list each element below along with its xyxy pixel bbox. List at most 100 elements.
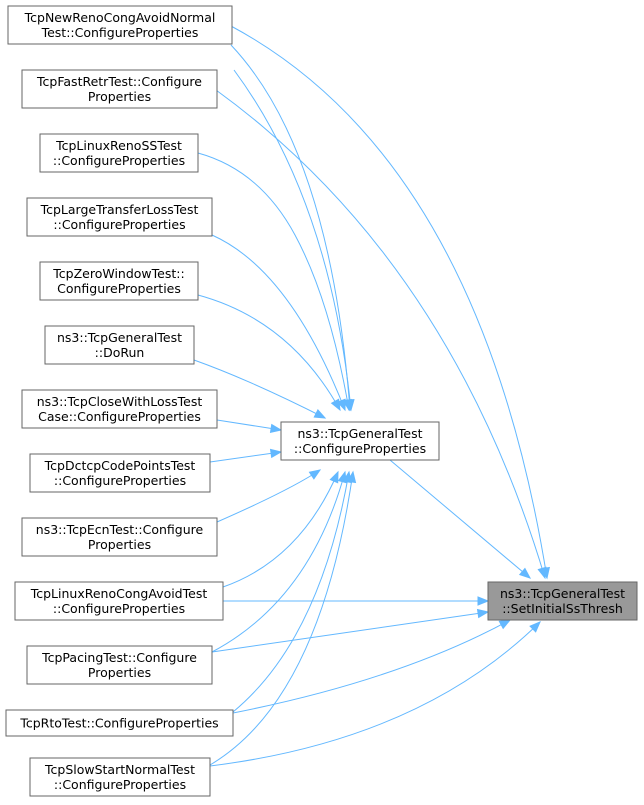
node-box	[26, 197, 213, 237]
node-box	[14, 581, 224, 621]
node-label-line: Test::ConfigureProperties	[41, 25, 199, 40]
node-box	[7, 5, 233, 45]
node-label-line: ns3::TcpGeneralTest	[57, 330, 182, 345]
node-label-line: ::DoRun	[95, 345, 145, 360]
node-label-line: ::ConfigureProperties	[53, 153, 185, 168]
edge-n_fastretr-to-n_target	[215, 89, 547, 580]
arrowhead-icon	[269, 423, 283, 434]
edge-n_fastretr-to-n_general_config	[233, 69, 355, 412]
node-closeloss[interactable]: ns3::TcpCloseWithLossTestCase::Configure…	[21, 389, 218, 429]
edge-line	[209, 621, 541, 767]
node-box	[44, 325, 195, 365]
edge-n_dorun-to-n_general_config	[193, 359, 327, 419]
edge-line	[216, 419, 282, 431]
nodes-layer: TcpNewRenoCongAvoidNormalTest::Configure…	[5, 5, 638, 797]
edge-line	[215, 89, 546, 579]
node-pacing[interactable]: TcpPacingTest::ConfigureProperties	[26, 645, 213, 685]
edge-line	[222, 471, 339, 588]
node-general-config[interactable]: ns3::TcpGeneralTest::ConfigureProperties	[280, 421, 440, 461]
node-label-line: Case::ConfigureProperties	[38, 409, 201, 424]
node-box	[21, 517, 218, 557]
edge-n_slowstart-to-n_general_config	[209, 470, 357, 766]
node-label-line: ns3::TcpGeneralTest	[500, 586, 625, 601]
node-label-line: ConfigureProperties	[57, 281, 181, 296]
node-box	[39, 133, 199, 173]
node-label-line: TcpSlowStartNormalTest	[44, 762, 195, 777]
arrowhead-icon	[336, 398, 346, 412]
edge-n_closeloss-to-n_general_config	[216, 419, 283, 434]
edge-line	[197, 294, 341, 411]
edge-n_largetransfer-to-n_general_config	[211, 234, 346, 412]
node-linuxrenocong[interactable]: TcpLinuxRenoCongAvoidTest::ConfigureProp…	[14, 581, 224, 621]
node-label-line: ::SetInitialSsThresh	[502, 601, 623, 616]
arrowhead-icon	[330, 398, 341, 412]
arrowhead-icon	[498, 619, 512, 630]
edge-n_ecn-to-n_general_config	[216, 469, 322, 523]
arrowhead-icon	[537, 566, 547, 580]
node-label-line: TcpZeroWindowTest::	[52, 266, 184, 281]
edge-n_slowstart-to-n_target	[209, 621, 541, 767]
arrowhead-icon	[269, 448, 283, 459]
edge-n_linuxrenocong-to-n_general_config	[222, 470, 339, 588]
arrowhead-icon	[346, 470, 357, 484]
edge-line	[230, 44, 351, 411]
node-box	[29, 757, 211, 797]
node-linuxrenoss[interactable]: TcpLinuxRenoSSTest::ConfigureProperties	[39, 133, 199, 173]
node-rto[interactable]: TcpRtoTest::ConfigureProperties	[5, 709, 234, 737]
edge-n_pacing-to-n_target	[211, 608, 490, 653]
arrowhead-icon	[329, 470, 339, 484]
edge-line	[193, 359, 326, 419]
node-box	[5, 709, 234, 737]
node-newreno[interactable]: TcpNewRenoCongAvoidNormalTest::Configure…	[7, 5, 233, 45]
node-fastretr[interactable]: TcpFastRetrTest::ConfigureProperties	[21, 69, 218, 109]
edge-line	[232, 619, 511, 714]
arrowhead-icon	[476, 608, 490, 619]
node-label-line: TcpDctcpCodePointsTest	[44, 458, 196, 473]
edge-line	[211, 611, 489, 653]
node-label-line: TcpLinuxRenoSSTest	[55, 138, 182, 153]
node-box	[29, 453, 211, 493]
edge-line	[232, 471, 350, 713]
node-dorun[interactable]: ns3::TcpGeneralTest::DoRun	[44, 325, 195, 365]
node-box	[26, 645, 213, 685]
edge-n_linuxrenocong-to-n_target	[223, 596, 490, 606]
edges-layer	[193, 25, 551, 767]
edge-line	[211, 234, 346, 411]
node-dctcp[interactable]: TcpDctcpCodePointsTest::ConfigurePropert…	[29, 453, 211, 493]
arrowhead-icon	[477, 596, 490, 606]
node-label-line: ns3::TcpCloseWithLossTest	[37, 394, 203, 409]
node-label-line: ::ConfigureProperties	[54, 473, 186, 488]
node-box	[21, 69, 218, 109]
node-ecn[interactable]: ns3::TcpEcnTest::ConfigureProperties	[21, 517, 218, 557]
node-label-line: TcpLinuxRenoCongAvoidTest	[30, 586, 208, 601]
arrowhead-icon	[313, 409, 327, 419]
node-label-line: ::ConfigureProperties	[53, 217, 185, 232]
node-box	[21, 389, 218, 429]
node-label-line: ns3::TcpGeneralTest	[297, 426, 422, 441]
node-label-line: TcpFastRetrTest::Configure	[36, 74, 202, 89]
node-label-line: TcpRtoTest::ConfigureProperties	[19, 716, 218, 731]
arrowhead-icon	[529, 621, 541, 633]
node-zerowindow[interactable]: TcpZeroWindowTest::ConfigureProperties	[39, 261, 199, 301]
edge-line	[233, 69, 352, 411]
edge-line	[216, 469, 321, 523]
edge-n_zerowindow-to-n_general_config	[197, 294, 341, 412]
edge-n_newreno-to-n_general_config	[230, 44, 354, 412]
edge-line	[230, 25, 548, 579]
node-largetransfer[interactable]: TcpLargeTransferLossTest::ConfigurePrope…	[26, 197, 213, 237]
node-slowstart[interactable]: TcpSlowStartNormalTest::ConfigurePropert…	[29, 757, 211, 797]
node-label-line: TcpLargeTransferLossTest	[40, 202, 199, 217]
edge-n_pacing-to-n_general_config	[211, 470, 347, 653]
node-box	[487, 581, 638, 621]
node-label-line: Properties	[88, 665, 151, 680]
edge-line	[209, 471, 354, 766]
arrowhead-icon	[308, 469, 322, 480]
edge-line	[389, 459, 531, 579]
node-box	[280, 421, 440, 461]
node-target[interactable]: ns3::TcpGeneralTest::SetInitialSsThresh	[487, 581, 638, 621]
arrowhead-icon	[518, 567, 532, 579]
edge-line	[211, 471, 346, 653]
node-label-line: Properties	[88, 89, 151, 104]
edge-n_newreno-to-n_target	[230, 25, 551, 580]
